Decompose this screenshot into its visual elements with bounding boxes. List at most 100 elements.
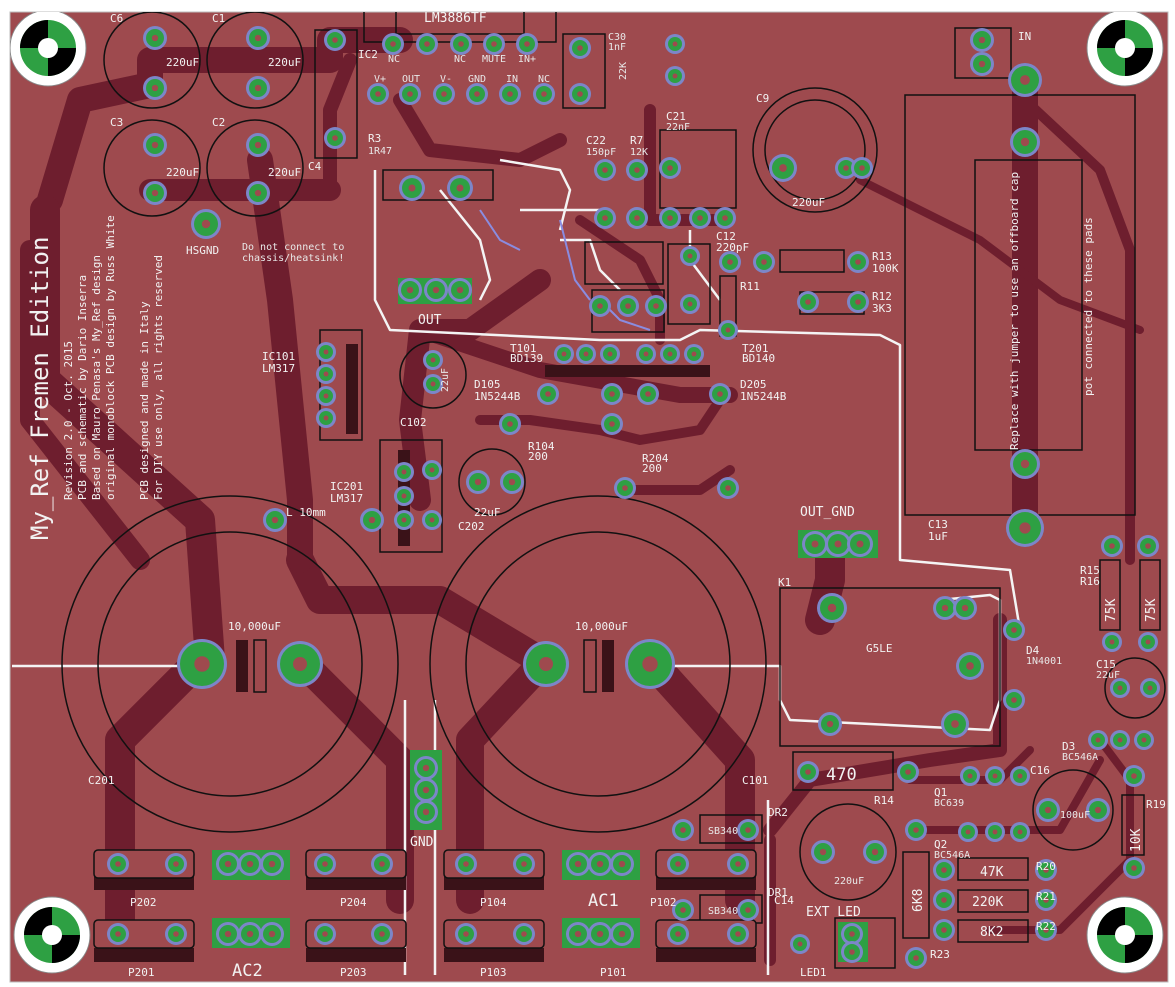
r104-ref: R104 bbox=[528, 440, 555, 453]
dr2-value: SB340 bbox=[708, 826, 738, 837]
filter-cap-bodies bbox=[236, 639, 614, 693]
r21-value: 220K bbox=[972, 895, 1003, 910]
c21-value: 22nF bbox=[666, 122, 690, 133]
r16-value: 75K bbox=[1144, 598, 1159, 622]
c2-value: 220uF bbox=[268, 166, 301, 179]
c202-ref: C202 bbox=[458, 520, 485, 533]
ac1-label: AC1 bbox=[588, 891, 619, 911]
relay-type: G5LE bbox=[866, 642, 893, 655]
r20-ref: R20 bbox=[1036, 860, 1056, 873]
dr1-value: SB340 bbox=[708, 906, 738, 917]
r7-value: 12K bbox=[630, 147, 648, 158]
pot-note-2: pot connected to these pads bbox=[1082, 217, 1095, 396]
filter-caps bbox=[61, 87, 1166, 901]
r104-value: 200 bbox=[528, 450, 548, 463]
c15-value: 22uF bbox=[1096, 670, 1120, 681]
d4-value: 1N4001 bbox=[1026, 656, 1062, 667]
pot-note-1: Replace with jumper to use an offboard c… bbox=[1008, 172, 1021, 450]
p101-label: P101 bbox=[600, 966, 627, 979]
ic2-top-mute: MUTE bbox=[482, 54, 506, 65]
c16-value: 100uF bbox=[1060, 810, 1090, 821]
c30-ref: C30 bbox=[608, 32, 626, 43]
side-note-2: PCB and schematic by Dario Inserra bbox=[76, 275, 89, 500]
ic2-name: LM3886TF bbox=[424, 11, 487, 26]
out-label: OUT bbox=[418, 313, 442, 328]
r11-ref: R11 bbox=[740, 280, 760, 293]
c102-ref: C102 bbox=[400, 416, 427, 429]
p201-label: P201 bbox=[128, 966, 155, 979]
q1-value: BC639 bbox=[934, 798, 964, 809]
t201-ref: T201 bbox=[742, 342, 769, 355]
p103-label: P103 bbox=[480, 966, 507, 979]
r23-value: 6K8 bbox=[911, 889, 926, 912]
ic2-ref: IC2 bbox=[358, 48, 378, 61]
ic2-pin-nc: NC bbox=[538, 74, 550, 85]
c101-ref: C101 bbox=[742, 774, 769, 787]
out-gnd-label: OUT_GND bbox=[800, 505, 855, 520]
c105-value: 22uF bbox=[440, 368, 451, 392]
dr2-ref: DR2 bbox=[768, 806, 788, 819]
cap-right-value: 10,000uF bbox=[575, 620, 628, 633]
r20-value: 47K bbox=[980, 865, 1004, 880]
d205-value: 1N5244B bbox=[740, 390, 787, 403]
ic2-pin-vplus: V+ bbox=[374, 74, 386, 85]
c202-value: 22uF bbox=[474, 506, 501, 519]
c16-ref: C16 bbox=[1030, 764, 1050, 777]
p202-label: P202 bbox=[130, 896, 157, 909]
c13-value: 1uF bbox=[928, 530, 948, 543]
signal-traces bbox=[12, 158, 1022, 975]
c3-value: 220uF bbox=[166, 166, 199, 179]
c14-value: 220uF bbox=[834, 876, 864, 887]
r14-value: 470 bbox=[826, 765, 857, 785]
led1-label: LED1 bbox=[800, 966, 827, 979]
side-note-6: For DIY use only, all rights reserved bbox=[152, 255, 165, 500]
q2-value: BC546A bbox=[934, 850, 970, 861]
side-note-1: Revision 2.0 - Oct. 2015 bbox=[62, 341, 75, 500]
c15-ref: C15 bbox=[1096, 658, 1116, 671]
d105-ref: D105 bbox=[474, 378, 501, 391]
ic2-pin-gnd: GND bbox=[468, 74, 486, 85]
in-label: IN bbox=[1018, 30, 1031, 43]
l1-value: L 10mm bbox=[286, 506, 326, 519]
ext-led-label: EXT LED bbox=[806, 905, 861, 920]
c1-value: 220uF bbox=[268, 56, 301, 69]
c12-value: 220pF bbox=[716, 241, 749, 254]
r19-ref: R19 bbox=[1146, 798, 1166, 811]
ic101-ref: IC101 bbox=[262, 350, 295, 363]
mount-hole-tl bbox=[10, 12, 87, 87]
side-note-5: PCB designed and made in Italy bbox=[138, 301, 151, 500]
d3-value: BC546A bbox=[1062, 752, 1098, 763]
c22-ref: C22 bbox=[586, 134, 606, 147]
t101-ref: T101 bbox=[510, 342, 537, 355]
mounting-holes bbox=[10, 12, 1164, 974]
r8-value: 22K bbox=[618, 62, 629, 80]
ic2-top-nc1: NC bbox=[388, 54, 400, 65]
r19-value: 10K bbox=[1129, 828, 1144, 852]
p104-label: P104 bbox=[480, 896, 507, 909]
relay-ref: K1 bbox=[778, 576, 791, 589]
p204-label: P204 bbox=[340, 896, 367, 909]
d205-ref: D205 bbox=[740, 378, 767, 391]
c21-ref: C21 bbox=[666, 110, 686, 123]
r15-ref: R15 bbox=[1080, 564, 1100, 577]
c2-ref: C2 bbox=[212, 116, 225, 129]
mount-hole-bl bbox=[13, 896, 91, 974]
through-hole-pads bbox=[107, 26, 1160, 969]
gnd-label: GND bbox=[410, 835, 434, 850]
side-notes: Revision 2.0 - Oct. 2015 PCB and schemat… bbox=[62, 215, 165, 500]
r204-value: 200 bbox=[642, 462, 662, 475]
c13-ref: C13 bbox=[928, 518, 948, 531]
ac2-label: AC2 bbox=[232, 961, 263, 981]
dr1-ref: DR1 bbox=[768, 886, 788, 899]
c201-ref: C201 bbox=[88, 774, 115, 787]
d105-value: 1N5244B bbox=[474, 390, 521, 403]
r14-ref: R14 bbox=[874, 794, 894, 807]
q2-ref: Q2 bbox=[934, 838, 947, 851]
board-title: My_Ref Fremen Edition bbox=[26, 237, 54, 540]
ic201-value: LM317 bbox=[330, 492, 363, 505]
c6-ref: C6 bbox=[110, 12, 123, 25]
ic101-value: LM317 bbox=[262, 362, 295, 375]
c22-value: 150pF bbox=[586, 147, 616, 158]
p203-label: P203 bbox=[340, 966, 367, 979]
ic2-top-in-plus: IN+ bbox=[518, 54, 536, 65]
